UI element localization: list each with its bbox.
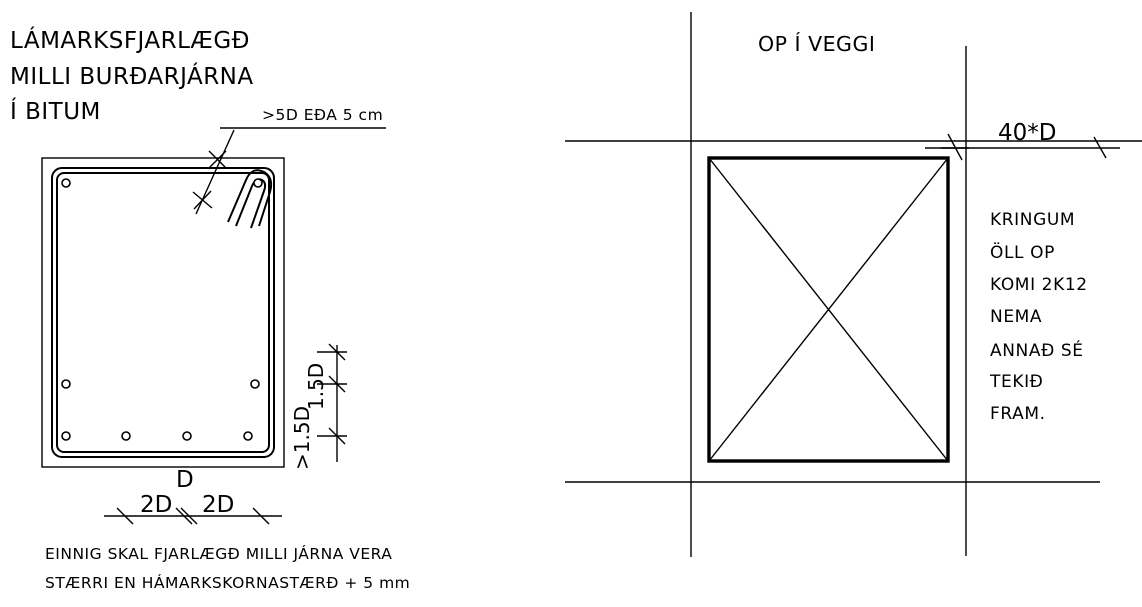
opening-note-line-4: NEMA [990, 307, 1042, 327]
rebar-group [61, 178, 263, 441]
rebar [243, 431, 253, 441]
stirrup-hook [227, 169, 273, 229]
spacing-dim-tick-2 [175, 507, 198, 525]
hook-dim-tick-1 [208, 150, 227, 169]
opening-diagonal-2 [708, 157, 949, 462]
beam-title-line-2: MILLI BURÐARJÁRNA [10, 62, 254, 90]
hook-note: >5D EÐA 5 cm [262, 106, 383, 124]
opening-note-line-3: KOMI 2K12 [990, 275, 1088, 295]
cover-label-min: >1.5D [290, 406, 314, 470]
beam-detail: LÁMARKSFJARLÆGÐ MILLI BURÐARJÁRNA Í BITU… [10, 26, 410, 592]
rebar [61, 379, 71, 389]
stirrup-outer [51, 167, 275, 458]
beam-title-line-3: Í BITUM [10, 97, 101, 125]
spacing-label-right: 2D [202, 492, 234, 518]
opening-note-line-6: TEKIÐ [989, 372, 1043, 392]
cover-dim-tick-mid [317, 375, 347, 393]
wall-opening [707, 156, 950, 463]
opening-note-line-2: ÖLL OP [990, 241, 1055, 263]
stirrup-inner [56, 172, 270, 453]
rebar [250, 379, 260, 389]
rebar [253, 178, 263, 188]
footnote-line-1: EINNIG SKAL FJARLÆGÐ MILLI JÁRNA VERA [45, 544, 392, 563]
rebar [182, 431, 192, 441]
opening-note-line-7: FRAM. [990, 404, 1046, 424]
beam-title-line-1: LÁMARKSFJARLÆGÐ [10, 26, 250, 54]
cover-dim-tick-bot [317, 427, 347, 445]
spacing-dim-tick-1 [116, 507, 134, 525]
cover-dim-tick-top [317, 343, 347, 361]
anchorage-dim-tick-2 [1093, 136, 1107, 159]
opening-detail: OP Í VEGGI 40*D KRINGUM ÖLL OP KOMI 2K12… [565, 12, 1142, 557]
hook-dim-tick-2 [192, 190, 213, 210]
opening-title: OP Í VEGGI [758, 31, 875, 56]
spacing-label-left: 2D [140, 492, 172, 518]
rebar [61, 178, 71, 188]
spacing-dim-tick-3 [252, 507, 270, 525]
beam-section-outline [41, 157, 285, 468]
opening-note-line-1: KRINGUM [990, 210, 1075, 230]
rebar [61, 431, 71, 441]
opening-note-line-5: ANNAÐ SÉ [990, 339, 1084, 361]
cover-label: 1.5D [304, 363, 328, 410]
anchorage-label: 40*D [998, 120, 1056, 146]
footnote-line-2: STÆRRI EN HÁMARKSKORNASTÆRÐ + 5 mm [45, 573, 410, 592]
diameter-label: D [176, 467, 194, 493]
anchorage-dim-tick-1 [941, 133, 969, 161]
rebar [121, 431, 131, 441]
